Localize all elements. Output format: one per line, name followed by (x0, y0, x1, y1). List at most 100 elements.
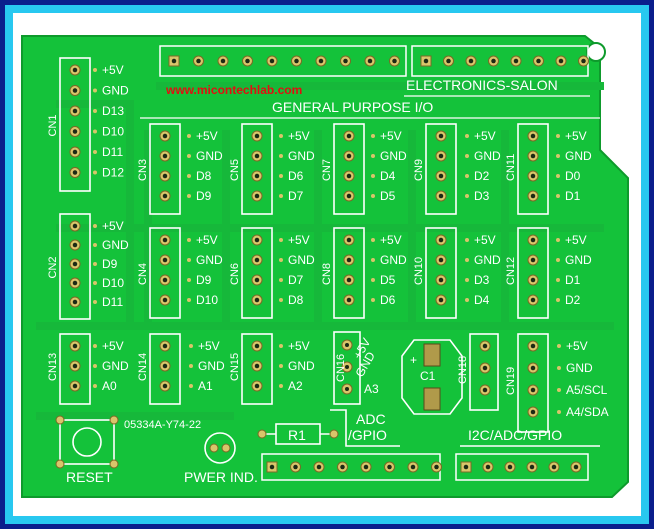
i2c-label: I2C/ADC/GPIO (468, 427, 562, 443)
connector-id: CN11 (505, 154, 517, 181)
connector-layer: CN1+5VGNDD13D10D11D12CN2+5VGNDD9D10D11CN… (47, 57, 609, 433)
pin-label: A2 (288, 379, 303, 393)
connector-id: CN10 (413, 257, 425, 285)
pin-label: +5V (288, 233, 310, 247)
pin-label: D9 (102, 257, 118, 271)
pcb-board (21, 35, 629, 498)
connector-cn19: CN19 +5V GND A5/SCL A4/SDA (505, 333, 609, 433)
pin-label: D8 (196, 169, 212, 183)
pin-label: D5 (380, 189, 396, 203)
bottom-header-left (261, 453, 442, 481)
pin-label: D11 (102, 145, 123, 159)
pin-label: D7 (288, 273, 304, 287)
resistor-label: R1 (288, 427, 306, 443)
connector-id: CN8 (321, 263, 333, 285)
connector-id: CN12 (505, 257, 517, 285)
pin-label: +5V (102, 339, 124, 353)
connector-id: CN4 (137, 263, 149, 285)
pin-label: GND (196, 149, 223, 163)
pin-label: D4 (380, 169, 396, 183)
pin-label: +5V (196, 129, 218, 143)
reset-button-footprint: RESET (55, 415, 119, 485)
pin-label: +5V (380, 233, 402, 247)
pin-label: A5/SCL (566, 383, 608, 397)
pin-label: D1 (565, 189, 581, 203)
pin-label: GND (198, 359, 225, 373)
pin-label: D3 (474, 189, 490, 203)
pin-label: D0 (565, 169, 581, 183)
watermark-url: www.micontechlab.com (165, 83, 302, 97)
capacitor-plus: + (410, 353, 417, 367)
connector-id: CN9 (413, 159, 425, 181)
pin-label: +5V (565, 129, 587, 143)
cn16-id: CN16 (335, 354, 347, 382)
capacitor-label: C1 (420, 369, 436, 383)
adc-label: ADC (356, 411, 386, 427)
pin-label: D3 (474, 273, 490, 287)
pin-label: D12 (102, 166, 124, 180)
pin-label: D1 (565, 273, 581, 287)
connector-id: CN19 (505, 367, 517, 395)
pin-label: +5V (474, 129, 496, 143)
pin-label: GND (474, 253, 501, 267)
pin-label: D11 (102, 295, 123, 309)
pin-label: +5V (288, 339, 310, 353)
pin-label: D6 (380, 293, 396, 307)
pin-label: +5V (566, 339, 588, 353)
pin-label: GND (565, 149, 592, 163)
connector-cn13: CN13 +5V GND A0 (47, 333, 129, 405)
connector-id: CN14 (137, 353, 149, 381)
part-number: 05334A-Y74-22 (124, 419, 201, 431)
pin-label: +5V (102, 63, 124, 77)
pin-label: +5V (474, 233, 496, 247)
connector-id: CN5 (229, 159, 241, 181)
pin-label: D9 (196, 189, 212, 203)
connector-id: CN13 (47, 353, 59, 381)
pin-label: D6 (288, 169, 304, 183)
pin-label: +5V (102, 219, 124, 233)
pin-label: +5V (380, 129, 402, 143)
pin-label: GND (288, 149, 315, 163)
pin-label: GND (196, 253, 223, 267)
section-title: GENERAL PURPOSE I/O (272, 99, 433, 115)
connector-id: CN7 (321, 159, 333, 181)
pin-label: +5V (196, 233, 218, 247)
connector-id: CN2 (47, 256, 59, 278)
reset-label: RESET (66, 469, 113, 485)
resistor-r1: R1 (257, 423, 339, 445)
pin-label: D9 (196, 273, 212, 287)
pin-label: GND (474, 149, 501, 163)
connector-id: CN18 (457, 356, 469, 384)
pin-label: GND (102, 238, 129, 252)
pin-label: +5V (565, 233, 587, 247)
pin-label: A0 (102, 379, 117, 393)
pin-label: D10 (196, 293, 218, 307)
pin-label: GND (102, 359, 129, 373)
pin-label: +5V (288, 129, 310, 143)
pin-label: A4/SDA (566, 405, 609, 419)
pin-label: A1 (198, 379, 213, 393)
connector-id: CN1 (47, 114, 59, 136)
connector-id: CN6 (229, 263, 241, 285)
pin-label: GND (288, 253, 315, 267)
cn16-bot-label: A3 (364, 382, 379, 396)
pin-label: GND (566, 361, 593, 375)
pin-label: D7 (288, 189, 304, 203)
brand-label: ELECTRONICS-SALON (406, 77, 558, 93)
power-label: PWER IND. (184, 469, 258, 485)
gpio-label: /GPIO (348, 427, 387, 443)
bottom-header-right (455, 453, 589, 481)
top-header-right (411, 45, 589, 77)
pin-label: GND (102, 84, 129, 98)
